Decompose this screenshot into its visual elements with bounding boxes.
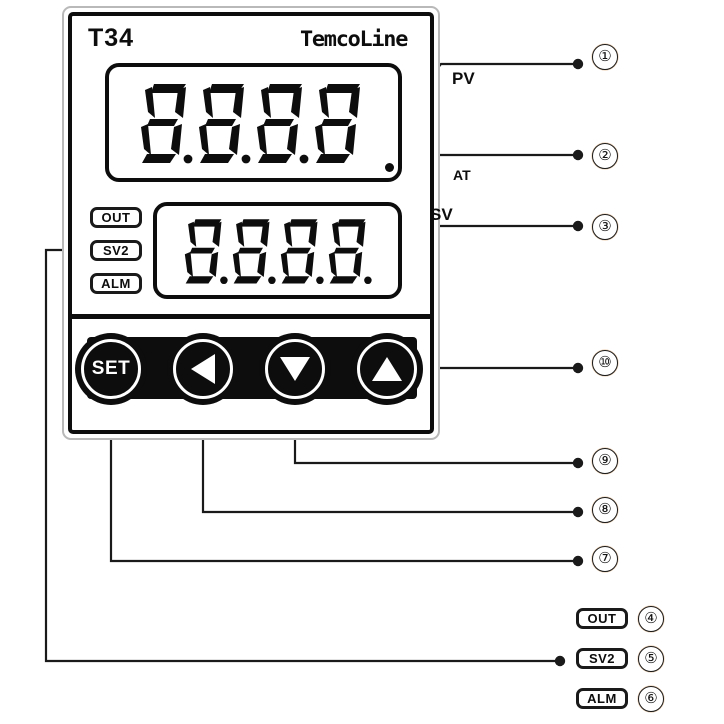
callout-number: ② — [598, 147, 612, 164]
left-key[interactable] — [167, 333, 239, 405]
set-key[interactable]: SET — [75, 333, 147, 405]
callout-1: ① — [592, 44, 618, 70]
callout-number: ⑧ — [598, 501, 612, 518]
keypad-divider — [72, 314, 430, 319]
callout-5: ⑤ — [638, 646, 664, 672]
triangle-left-icon — [191, 354, 215, 384]
legend-out-badge: OUT — [576, 608, 628, 629]
at-indicator-dot — [385, 163, 394, 172]
seven-segment-digit — [312, 80, 370, 166]
callout-3: ③ — [592, 214, 618, 240]
set-key-label: SET — [91, 358, 131, 379]
seven-segment-digit — [278, 216, 326, 286]
triangle-down-icon — [280, 357, 310, 381]
callout-6: ⑥ — [638, 686, 664, 712]
seven-segment-digit — [182, 216, 230, 286]
callout-number: ⑤ — [644, 650, 658, 667]
sv-digit-row — [182, 216, 374, 286]
triangle-up-icon — [372, 357, 402, 381]
callout-number: ③ — [598, 218, 612, 235]
pv-digit-row — [138, 80, 370, 166]
legend-alm-label: ALM — [587, 691, 617, 706]
callout-number: ⑨ — [598, 452, 612, 469]
key-ring — [173, 339, 233, 399]
out-badge: OUT — [90, 207, 142, 228]
keypad: SET — [75, 333, 427, 407]
seven-segment-digit — [230, 216, 278, 286]
callout-2: ② — [592, 143, 618, 169]
callout-number: ④ — [644, 610, 658, 627]
callout-9: ⑨ — [592, 448, 618, 474]
callout-number: ⑦ — [598, 550, 612, 567]
seven-segment-digit — [254, 80, 312, 166]
sv2-badge: SV2 — [90, 240, 142, 261]
seven-segment-digit — [196, 80, 254, 166]
alm-badge: ALM — [90, 273, 142, 294]
seven-segment-digit — [138, 80, 196, 166]
down-key[interactable] — [259, 333, 331, 405]
brand-logo: TemcoLine — [300, 27, 408, 51]
legend-sv2-label: SV2 — [588, 651, 616, 666]
model-label: T34 — [88, 24, 135, 52]
key-ring — [81, 339, 141, 399]
out-badge-label: OUT — [101, 210, 131, 225]
sv-label: SV — [430, 205, 453, 224]
at-label: AT — [453, 167, 471, 183]
legend-sv2-badge: SV2 — [576, 648, 628, 669]
sv2-badge-label: SV2 — [102, 243, 130, 258]
legend-alm-badge: ALM — [576, 688, 628, 709]
sv-display — [153, 202, 402, 299]
seven-segment-digit — [326, 216, 374, 286]
callout-number: ① — [598, 48, 612, 65]
legend-out-label: OUT — [587, 611, 617, 626]
pv-label: PV — [452, 69, 475, 88]
callout-4: ④ — [638, 606, 664, 632]
alm-badge-label: ALM — [101, 276, 131, 291]
callout-number: ⑩ — [598, 354, 612, 371]
callout-number: ⑥ — [644, 690, 658, 707]
callout-10: ⑩ — [592, 350, 618, 376]
key-ring — [357, 339, 417, 399]
pv-display — [105, 63, 402, 182]
callout-8: ⑧ — [592, 497, 618, 523]
key-ring — [265, 339, 325, 399]
callout-7: ⑦ — [592, 546, 618, 572]
up-key[interactable] — [351, 333, 423, 405]
